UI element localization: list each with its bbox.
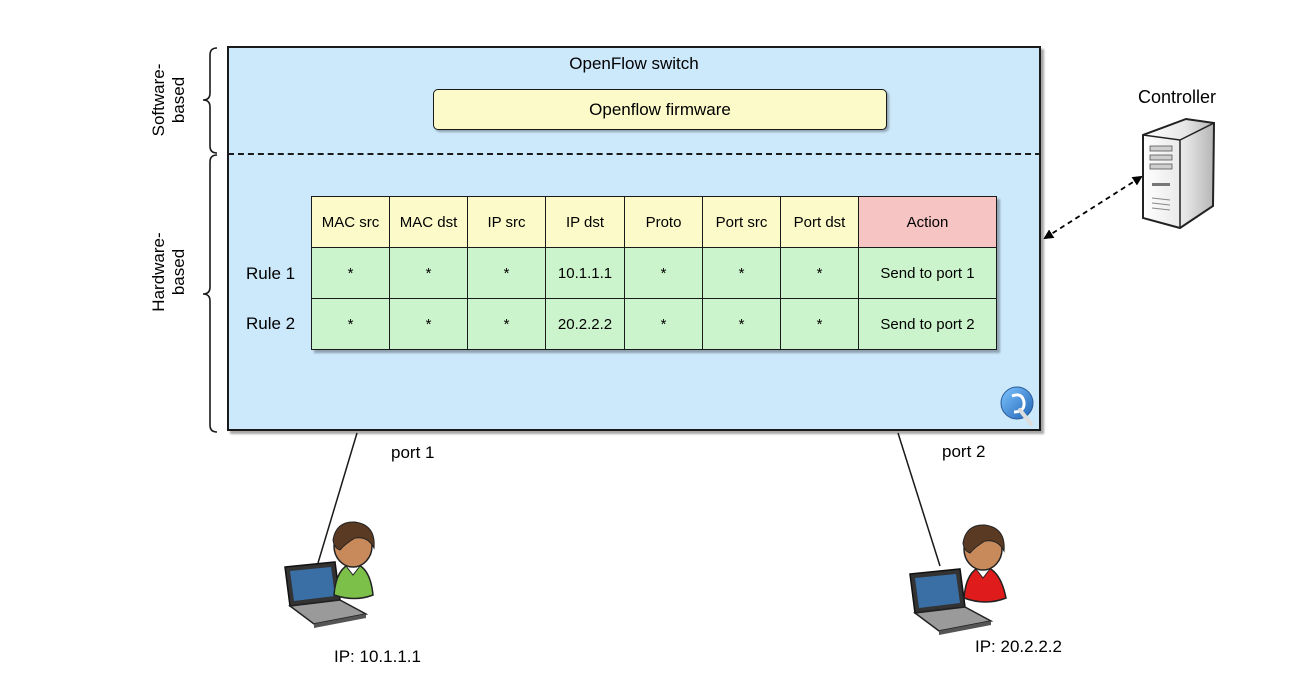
table-row: * * * 20.2.2.2 * * * Send to port 2	[311, 298, 997, 350]
software-brace	[202, 47, 218, 154]
switch-title: OpenFlow switch	[569, 54, 699, 73]
software-hardware-divider	[228, 153, 1041, 155]
rule-1-label: Rule 1	[246, 264, 296, 283]
rule1-port-dst: *	[780, 247, 859, 299]
logo-icon	[1000, 386, 1034, 426]
person-icon	[332, 521, 375, 600]
laptop-icon	[909, 568, 994, 635]
rule2-ip-dst: 20.2.2.2	[545, 298, 625, 350]
table-row: * * * 10.1.1.1 * * * Send to port 1	[311, 247, 997, 299]
rule2-mac-dst: *	[389, 298, 468, 350]
rule2-action: Send to port 2	[858, 298, 997, 350]
firmware-label: Openflow firmware	[589, 99, 731, 119]
person-icon	[962, 524, 1007, 603]
host-2-ip-label: IP: 20.2.2.2	[975, 637, 1062, 656]
rule1-mac-dst: *	[389, 247, 468, 299]
openflow-firmware-box: Openflow firmware	[433, 89, 887, 130]
rule1-action: Send to port 1	[858, 247, 997, 299]
header-proto: Proto	[624, 196, 703, 248]
hardware-brace	[202, 154, 218, 433]
host-1-ip-label: IP: 10.1.1.1	[334, 647, 421, 666]
flow-table-header-row: MAC src MAC dst IP src IP dst Proto Port…	[311, 196, 997, 248]
header-mac-dst: MAC dst	[389, 196, 468, 248]
header-ip-src: IP src	[467, 196, 546, 248]
rule1-mac-src: *	[311, 247, 390, 299]
header-action: Action	[858, 196, 997, 248]
port-1-link	[317, 432, 358, 564]
rule2-proto: *	[624, 298, 703, 350]
server-tower-icon	[1142, 117, 1216, 230]
rule1-port-src: *	[702, 247, 781, 299]
rule1-ip-dst: 10.1.1.1	[545, 247, 625, 299]
rule1-proto: *	[624, 247, 703, 299]
rule2-port-dst: *	[780, 298, 859, 350]
port-2-link	[897, 432, 941, 567]
port-2-label: port 2	[942, 442, 986, 461]
header-ip-dst: IP dst	[545, 196, 625, 248]
rule2-mac-src: *	[311, 298, 390, 350]
port-1-label: port 1	[391, 443, 435, 462]
rule2-port-src: *	[702, 298, 781, 350]
laptop-icon	[284, 561, 369, 628]
rule2-ip-src: *	[467, 298, 546, 350]
controller-link-arrow	[1043, 175, 1143, 240]
header-mac-src: MAC src	[311, 196, 390, 248]
header-port-src: Port src	[702, 196, 781, 248]
flow-table: MAC src MAC dst IP src IP dst Proto Port…	[311, 196, 997, 350]
rule-2-label: Rule 2	[246, 314, 296, 333]
controller-label: Controller	[1138, 87, 1217, 107]
